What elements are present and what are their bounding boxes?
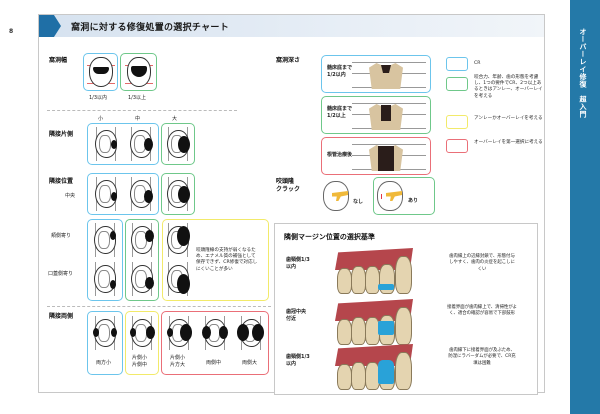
tooth-icon (129, 316, 155, 350)
both-caption-5: 両側大 (242, 360, 258, 366)
margin-note-2: 接着界面が歯肉縁上で、清掃性がよく、適合の確認が容易で下部鼓形 (447, 305, 517, 317)
page-number: 8 (9, 28, 14, 35)
width-caption-2: 1/3以上 (128, 95, 147, 101)
position-side-small-box (87, 219, 123, 301)
legend-swatch-red (446, 139, 468, 153)
tooth-icon (92, 262, 118, 296)
legend-text-red: オーバーレイを第一選択に考える (474, 140, 543, 145)
tooth-icon (165, 262, 191, 296)
position-center: 中央 (65, 193, 76, 199)
tooth-icon (129, 223, 155, 257)
chapter-title: オーバーレイ修復 超入門 (579, 28, 587, 118)
size-large: 大 (172, 116, 178, 122)
tooth-icon (202, 316, 228, 350)
margin-label-1: 歯頸側1/3 以内 (286, 257, 310, 270)
tooth-icon (92, 223, 118, 257)
teeth-illustration-2 (333, 299, 415, 345)
tooth-crack-icon (377, 181, 403, 211)
both-caption-4: 両側中 (206, 360, 222, 366)
margin-label-2: 歯冠中央 付近 (286, 309, 307, 322)
tooth-icon (93, 177, 119, 211)
both-small-medium-box: 片側小 片側中 (125, 311, 159, 375)
legend-text-blue: CR (474, 61, 481, 66)
size-medium: 中 (135, 116, 141, 122)
cusp-crack-label: 咬頭隆 クラック (276, 178, 301, 193)
proximal-large-box (161, 123, 195, 165)
proximal-both-label: 隣接両側 (49, 313, 74, 320)
teeth-illustration-3 (333, 344, 415, 390)
legend-text-green: 咬合力、年齢、歯の形態を考慮し、1つの要件でCR、2つ以上あるときはアンレー、オ… (474, 75, 543, 99)
both-large-box: 片側小 片方大 両側中 両側大 (161, 311, 269, 375)
tooth-icon (129, 262, 155, 296)
tooth-section-icon (369, 100, 403, 130)
chapter-side-tab: オーバーレイ修復 超入門 (570, 0, 600, 414)
crack-present-caption: あり (408, 198, 419, 204)
tooth-icon (128, 177, 154, 211)
tooth-no-crack-icon (323, 181, 349, 211)
proximal-small-medium-box (87, 123, 159, 165)
divider (47, 110, 237, 111)
legend-text-yellow: アンレーかオーバーレイを考える (474, 116, 543, 121)
tooth-icon (166, 316, 192, 350)
both-small-box: 両方小 (87, 311, 123, 375)
position-buccal: 頬側寄り (51, 233, 72, 239)
legend-swatch-yellow (446, 115, 468, 129)
depth-half-over-box: 髄床底まで 1/2以上 (321, 96, 431, 134)
cavity-width-wide-box (120, 53, 157, 91)
tooth-icon (165, 223, 191, 257)
tooth-section-icon (369, 59, 403, 89)
position-side-large-box: 咬頭隆線の支持が弱くなるため、エナメル質の補強として保存できず、CR修復で対応し… (162, 219, 269, 301)
title-bar: 窩洞に対する修復処置の選択チャート (39, 15, 544, 37)
margin-title: 隣側マージン位置の選択基準 (284, 233, 375, 241)
tooth-icon (92, 316, 118, 350)
tooth-icon (165, 127, 191, 161)
width-caption-1: 1/3以内 (89, 95, 108, 101)
tooth-icon (237, 316, 264, 350)
position-note: 咬頭隆線の支持が弱くなるため、エナメル質の補強として保存できず、CR修復で対応し… (196, 248, 258, 272)
mouth-icon (87, 55, 115, 89)
depth-caption-2: 髄床底まで 1/2以上 (327, 106, 353, 119)
position-center-blue-box (87, 173, 159, 215)
position-center-green-box (161, 173, 195, 215)
size-small: 小 (98, 116, 104, 122)
title-arrow-icon (39, 15, 61, 37)
divider (47, 306, 271, 307)
depth-caption-3: 根管治療後 (327, 152, 353, 158)
depth-post-endo-box: 根管治療後 (321, 137, 431, 175)
cavity-width-label: 窩洞幅 (49, 57, 68, 64)
tooth-icon (128, 127, 154, 161)
mouth-icon (125, 55, 153, 89)
legend-swatch-green (446, 77, 468, 91)
crack-none-caption: なし (353, 199, 364, 205)
both-caption-2: 片側小 片側中 (132, 355, 148, 368)
proximal-position-label: 隣接位置 (49, 178, 74, 185)
proximal-one-side-label: 隣接片側 (49, 131, 74, 138)
margin-note-1: 歯肉縁上の辺縁封鎖で、形態付与しやすく、歯肉の炎症を起こしにくい (449, 254, 515, 272)
both-caption-1: 両方小 (96, 360, 112, 366)
page-title: 窩洞に対する修復処置の選択チャート (71, 23, 230, 33)
depth-caption-1: 髄床底まで 1/2以内 (327, 65, 353, 78)
legend-swatch-blue (446, 57, 468, 71)
depth-half-within-box: 髄床底まで 1/2以内 (321, 55, 431, 93)
cavity-width-narrow-box (83, 53, 118, 91)
position-side-medium-box (125, 219, 159, 301)
margin-note-3: 歯肉縁下に接着界面が及ぶため、防湿にラバーダムが必要で、CR充填は困難 (448, 348, 516, 366)
both-caption-3: 片側小 片方大 (170, 355, 186, 368)
tooth-icon (93, 127, 119, 161)
margin-label-3: 歯頸側1/3 以内 (286, 354, 310, 367)
crack-present-box: あり (373, 177, 435, 215)
chart-frame: 窩洞に対する修復処置の選択チャート 窩洞幅 1/3以内 1/3以上 小 中 大 … (38, 14, 545, 395)
tooth-icon (165, 177, 191, 211)
position-palatal: 口蓋側寄り (48, 271, 74, 277)
cavity-depth-label: 窩洞深さ (276, 57, 301, 64)
tooth-section-icon (369, 141, 403, 171)
margin-criteria-panel: 隣側マージン位置の選択基準 歯頸側1/3 以内 歯肉縁上の辺縁封鎖で、形態付与し… (274, 223, 538, 395)
teeth-illustration-1 (333, 248, 415, 294)
